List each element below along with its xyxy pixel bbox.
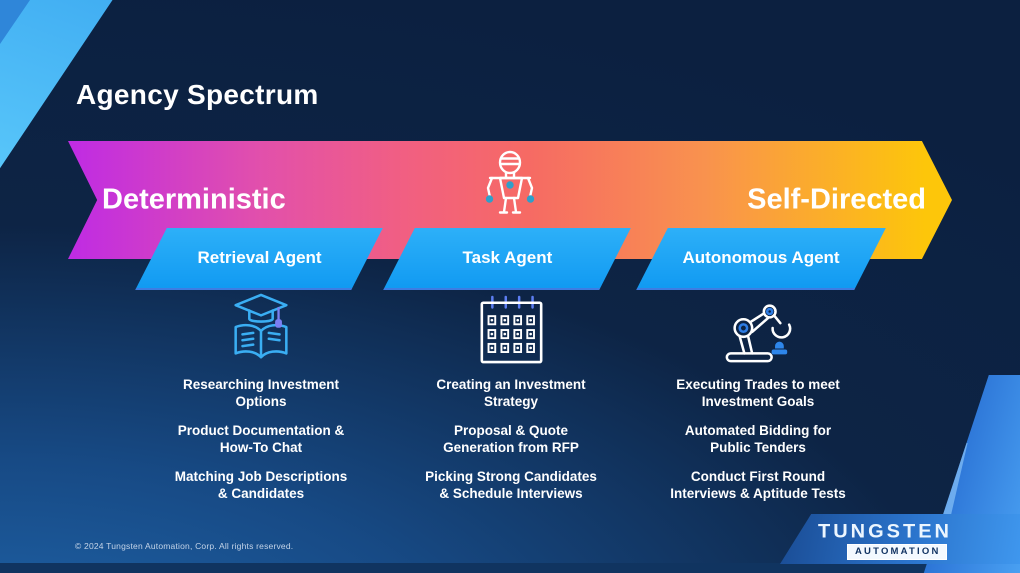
list-item: Executing Trades to meet Investment Goal…	[676, 377, 840, 409]
column-retrieval-agent: Researching Investment Options Product D…	[141, 290, 381, 514]
logo-automation-badge: AUTOMATION	[847, 544, 947, 560]
label-self-directed: Self-Directed	[747, 183, 926, 216]
tungsten-logo: TUNGSTEN	[818, 521, 952, 543]
banner-label: Task Agent	[462, 248, 553, 267]
list-item: Matching Job Descriptions & Candidates	[174, 469, 348, 501]
humanoid-robot-icon	[482, 150, 538, 221]
banner-label: Retrieval Agent	[197, 248, 322, 267]
list-item: Proposal & Quote Generation from RFP	[443, 423, 579, 455]
banner-task-agent: Task Agent	[383, 228, 631, 290]
label-deterministic: Deterministic	[102, 183, 286, 216]
column-task-agent: Creating an Investment Strategy Proposal…	[391, 290, 631, 514]
footer-copyright: © 2024 Tungsten Automation, Corp. All ri…	[75, 541, 294, 551]
list-item: Creating an Investment Strategy	[436, 377, 586, 409]
list-item: Researching Investment Options	[182, 377, 340, 409]
calendar-icon	[391, 290, 631, 370]
page-title: Agency Spectrum	[76, 79, 319, 110]
robot-arm-icon	[638, 290, 878, 370]
list-item: Picking Strong Candidates & Schedule Int…	[425, 469, 597, 501]
banner-retrieval-agent: Retrieval Agent	[135, 228, 383, 290]
list-item: Product Documentation & How-To Chat	[177, 423, 345, 455]
banner-label: Autonomous Agent	[682, 248, 841, 267]
list-item: Conduct First Round Interviews & Aptitud…	[670, 469, 846, 501]
column-autonomous-agent: Executing Trades to meet Investment Goal…	[638, 290, 878, 514]
bottom-bar	[0, 563, 1020, 573]
banner-autonomous-agent: Autonomous Agent	[636, 228, 886, 290]
list-item: Automated Bidding for Public Tenders	[684, 423, 832, 455]
graduation-book-icon	[141, 290, 381, 370]
